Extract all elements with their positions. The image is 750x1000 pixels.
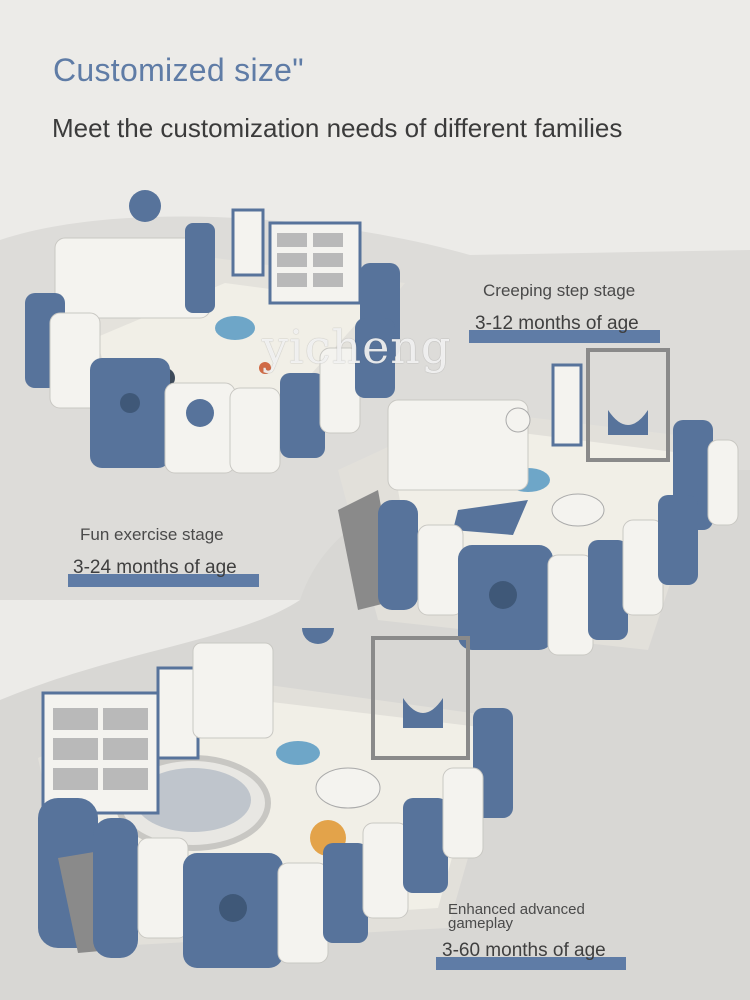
playpen-medium-image: [338, 348, 739, 656]
watermark-text: yicheng: [262, 320, 452, 374]
playpen-small-image: [25, 190, 405, 474]
age-bar-creeping: [469, 330, 660, 343]
stage-age-creeping: 3-12 months of age: [475, 313, 639, 334]
stage-age-fun-exercise: 3-24 months of age: [73, 557, 237, 578]
stage-age-enhanced-gameplay: 3-60 months of age: [442, 940, 606, 961]
playpen-large-image: [38, 628, 513, 968]
age-bar-enhanced-gameplay: [436, 957, 626, 970]
page-title: Customized size": [53, 52, 304, 88]
stage-name-enhanced-gameplay: Enhanced advanced gameplay: [448, 901, 585, 932]
page-subtitle: Meet the customization needs of differen…: [52, 113, 623, 143]
stage-name-creeping: Creeping step stage: [483, 281, 636, 300]
stage-name-fun-exercise: Fun exercise stage: [80, 525, 224, 544]
age-bar-fun-exercise: [68, 574, 259, 587]
